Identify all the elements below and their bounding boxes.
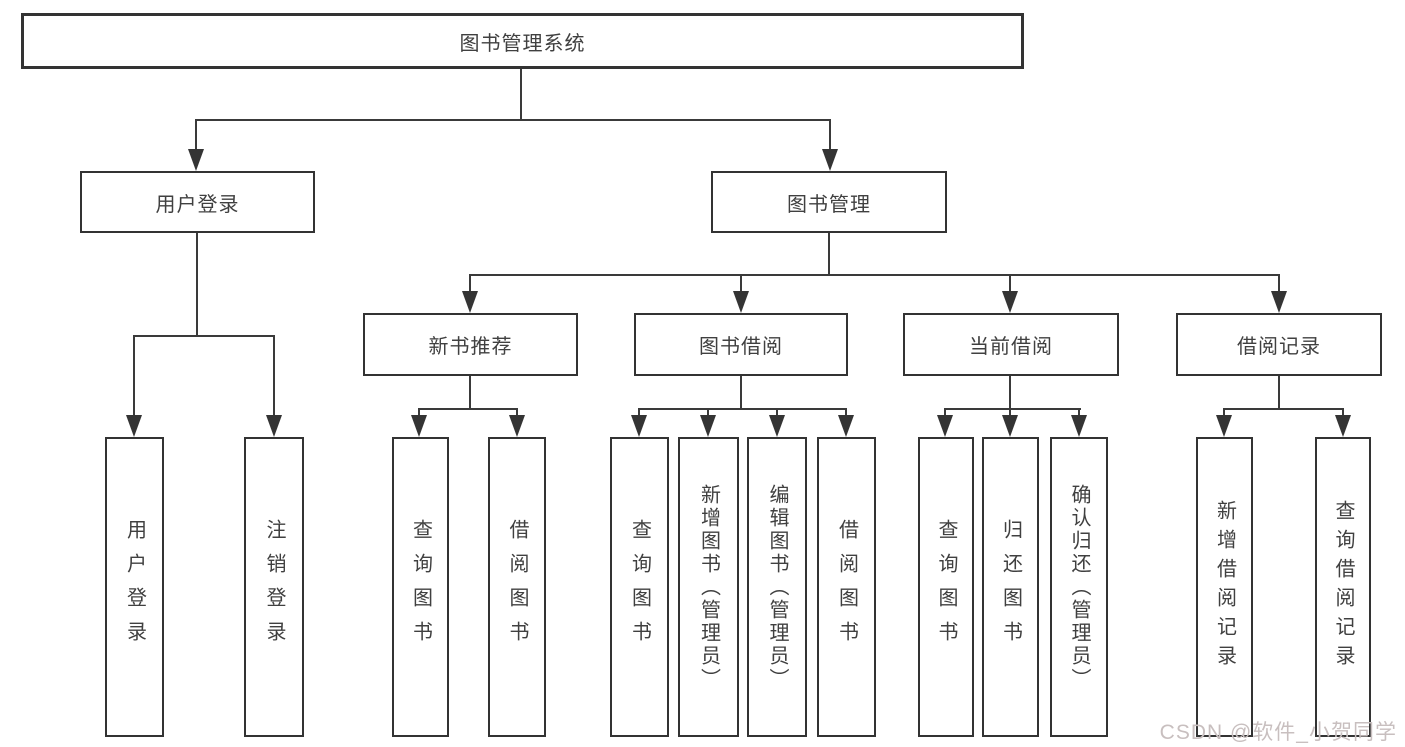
arrowhead-icon — [462, 291, 478, 313]
leaf-label: 编辑图书（管理员） — [766, 483, 788, 691]
leaf-label: 查询图书 — [628, 519, 651, 655]
leaf-label: 用户登录 — [123, 519, 146, 655]
node-book-management: 图书管理 — [711, 171, 947, 233]
connector-line — [1223, 408, 1344, 410]
node-logout-leaf: 注销登录 — [244, 437, 304, 737]
node-borrow-records: 借阅记录 — [1176, 313, 1382, 376]
node-new-book-recommend: 新书推荐 — [363, 313, 578, 376]
arrowhead-icon — [266, 415, 282, 437]
connector-line — [1009, 408, 1011, 418]
leaf-label: 查询借阅记录 — [1332, 500, 1354, 674]
arrowhead-icon — [1271, 291, 1287, 313]
arrowhead-icon — [937, 415, 953, 437]
connector-line — [829, 119, 831, 152]
arrowhead-icon — [838, 415, 854, 437]
connector-line — [1278, 274, 1280, 296]
node-book-borrow: 图书借阅 — [634, 313, 848, 376]
arrowhead-icon — [411, 415, 427, 437]
connector-line — [1342, 408, 1344, 418]
node-confirm-return-admin-leaf: 确认归还（管理员） — [1050, 437, 1108, 737]
csdn-watermark: CSDN @软件_小贺同学 — [1159, 721, 1397, 744]
connector-line — [638, 408, 847, 410]
connector-line — [845, 408, 847, 418]
connector-line — [1278, 376, 1280, 409]
node-root-label: 图书管理系统 — [459, 32, 586, 55]
leaf-label: 查询图书 — [409, 519, 432, 655]
arrowhead-icon — [822, 149, 838, 171]
node-query-book-leaf: 查询图书 — [918, 437, 974, 737]
leaf-label: 归还图书 — [999, 519, 1022, 655]
connector-line — [776, 408, 778, 418]
node-add-book-admin-leaf: 新增图书（管理员） — [678, 437, 739, 737]
connector-line — [1078, 408, 1080, 418]
leaf-label: 确认归还（管理员） — [1068, 483, 1090, 691]
leaf-label: 借阅图书 — [835, 519, 858, 655]
arrowhead-icon — [700, 415, 716, 437]
node-user-login-label: 用户登录 — [155, 193, 240, 216]
arrowhead-icon — [1335, 415, 1351, 437]
connector-line — [273, 335, 275, 417]
connector-line — [1009, 376, 1011, 409]
leaf-label: 新增图书（管理员） — [697, 483, 720, 691]
connector-line — [944, 408, 946, 418]
arrowhead-icon — [509, 415, 525, 437]
connector-line — [469, 274, 471, 296]
leaf-label: 新增借阅记录 — [1213, 500, 1236, 674]
node-label: 新书推荐 — [428, 336, 513, 358]
node-user-login-leaf: 用户登录 — [105, 437, 164, 737]
arrowhead-icon — [631, 415, 647, 437]
connector-line — [1009, 274, 1011, 296]
connector-line — [196, 233, 198, 335]
node-return-book-leaf: 归还图书 — [982, 437, 1039, 737]
leaf-label: 借阅图书 — [506, 519, 528, 655]
arrowhead-icon — [126, 415, 142, 437]
node-query-book-leaf: 查询图书 — [392, 437, 449, 737]
node-borrow-book-leaf: 借阅图书 — [817, 437, 876, 737]
node-borrow-book-leaf: 借阅图书 — [488, 437, 546, 737]
connector-line — [469, 376, 471, 409]
node-query-borrow-record-leaf: 查询借阅记录 — [1315, 437, 1371, 737]
connector-line — [133, 335, 275, 337]
arrowhead-icon — [188, 149, 204, 171]
connector-line — [1223, 408, 1225, 418]
connector-line — [828, 233, 830, 275]
arrowhead-icon — [1216, 415, 1232, 437]
node-root: 图书管理系统 — [21, 13, 1024, 69]
connector-line — [195, 119, 831, 121]
arrowhead-icon — [1002, 415, 1018, 437]
leaf-label: 查询图书 — [935, 519, 957, 655]
arrowhead-icon — [1071, 415, 1087, 437]
connector-line — [418, 408, 420, 418]
arrowhead-icon — [769, 415, 785, 437]
node-label: 图书借阅 — [699, 336, 783, 358]
connector-line — [469, 274, 1280, 276]
connector-line — [944, 408, 1081, 410]
node-label: 当前借阅 — [969, 336, 1053, 358]
arrowhead-icon — [1002, 291, 1018, 313]
node-user-login: 用户登录 — [80, 171, 315, 233]
leaf-label: 注销登录 — [263, 519, 285, 655]
node-book-management-label: 图书管理 — [787, 193, 871, 216]
connector-line — [195, 119, 197, 152]
connector-line — [516, 408, 518, 418]
node-label: 借阅记录 — [1237, 336, 1321, 358]
connector-line — [418, 408, 518, 410]
connector-line — [520, 69, 522, 119]
connector-line — [740, 274, 742, 296]
node-query-book-leaf: 查询图书 — [610, 437, 669, 737]
arrowhead-icon — [733, 291, 749, 313]
connector-line — [638, 408, 640, 418]
node-add-borrow-record-leaf: 新增借阅记录 — [1196, 437, 1253, 737]
node-current-borrow: 当前借阅 — [903, 313, 1119, 376]
connector-line — [707, 408, 709, 418]
node-edit-book-admin-leaf: 编辑图书（管理员） — [747, 437, 807, 737]
connector-line — [133, 335, 135, 417]
connector-line — [740, 376, 742, 409]
